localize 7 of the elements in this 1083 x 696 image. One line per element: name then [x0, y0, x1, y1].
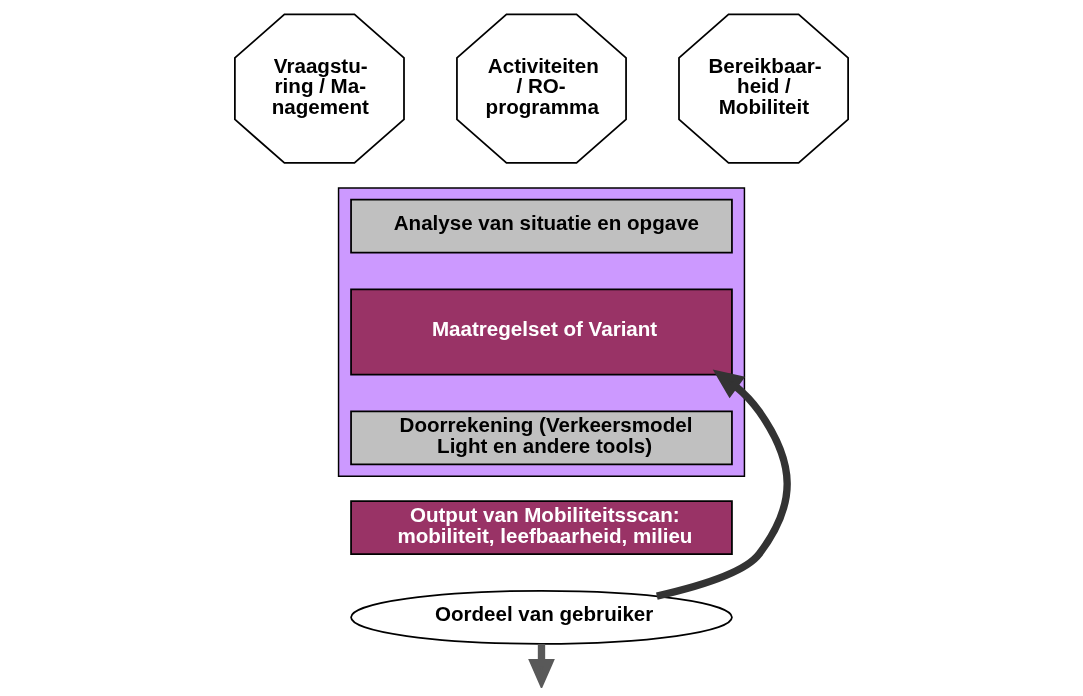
node-box: Doorrekening (Verkeersmodel Light en andere tools)	[350, 410, 733, 466]
node-box: Output van Mobiliteitsscan: mobiliteit, leefbaarheid, milieu	[350, 500, 733, 555]
node-box: Analyse van situatie en opgave	[350, 198, 733, 254]
node-ellipse: Oordeel van gebruiker	[350, 589, 733, 645]
arrow	[656, 369, 791, 600]
arrow	[528, 643, 555, 688]
node-box: Maatregelset of Variant	[350, 288, 733, 376]
